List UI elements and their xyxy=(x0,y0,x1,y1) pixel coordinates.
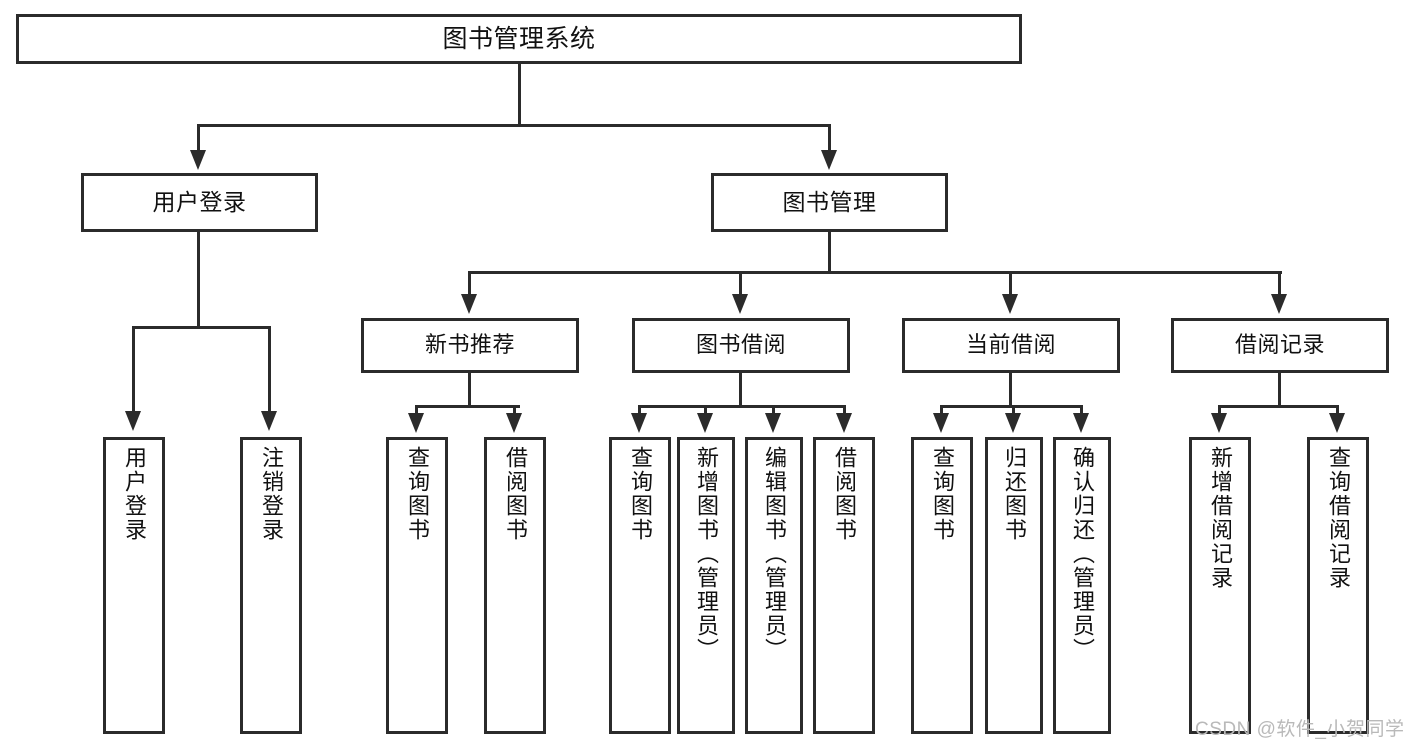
arrowhead-leaf-query-book-3 xyxy=(933,413,949,433)
connector-cb-to-leaf3 xyxy=(1080,405,1083,413)
connector-book-manage-bus xyxy=(468,271,1282,274)
connector-user-login-stem xyxy=(197,232,200,326)
arrowhead-leaf-query-record xyxy=(1329,413,1345,433)
arrowhead-leaf-query-book-1 xyxy=(408,413,424,433)
connector-bm-to-newbook xyxy=(468,271,471,294)
arrowhead-leaf-confirm-return xyxy=(1073,413,1089,433)
connector-borrowrecord-bus xyxy=(1218,405,1338,408)
arrowhead-book-manage xyxy=(821,150,837,170)
arrowhead-current-borrow xyxy=(1002,294,1018,314)
arrowhead-leaf-edit-book xyxy=(765,413,781,433)
node-label: 图书借阅 xyxy=(695,332,786,358)
connector-bb-to-leaf3 xyxy=(772,405,775,413)
node-label: 当前借阅 xyxy=(965,332,1056,358)
arrowhead-new-book-rec xyxy=(461,294,477,314)
connector-root-stem xyxy=(518,64,521,124)
connector-currentborrow-stem xyxy=(1009,373,1012,405)
connector-br-to-leaf2 xyxy=(1336,405,1339,413)
node-label: 查询图书 xyxy=(628,446,653,542)
node-leaf-confirm-return[interactable]: 确认归还（管理员） xyxy=(1053,437,1111,734)
node-leaf-return-book[interactable]: 归还图书 xyxy=(985,437,1043,734)
connector-user-login-to-leaf2 xyxy=(268,326,271,411)
node-label: 新书推荐 xyxy=(424,332,515,358)
arrowhead-leaf-user-login xyxy=(125,411,141,431)
connector-newbook-to-leaf1 xyxy=(415,405,418,413)
node-label: 图书管理系统 xyxy=(442,25,596,53)
node-book-manage[interactable]: 图书管理 xyxy=(711,173,948,232)
csdn-watermark: CSDN @软件_小贺同学 xyxy=(1195,719,1405,740)
arrowhead-leaf-borrow-book-1 xyxy=(506,413,522,433)
node-label: 查询图书 xyxy=(930,446,955,542)
arrowhead-leaf-borrow-book-2 xyxy=(836,413,852,433)
node-label: 借阅图书 xyxy=(832,446,857,542)
node-current-borrow[interactable]: 当前借阅 xyxy=(902,318,1120,373)
connector-bb-to-leaf2 xyxy=(704,405,707,413)
node-new-book-rec[interactable]: 新书推荐 xyxy=(361,318,579,373)
node-leaf-query-book-1[interactable]: 查询图书 xyxy=(386,437,448,734)
node-label: 图书管理 xyxy=(782,188,877,215)
connector-bm-to-borrow xyxy=(739,271,742,294)
connector-root-to-user-login xyxy=(197,124,200,150)
node-leaf-logout[interactable]: 注销登录 xyxy=(240,437,302,734)
node-leaf-borrow-book-1[interactable]: 借阅图书 xyxy=(484,437,546,734)
node-label: 注销登录 xyxy=(259,446,284,542)
node-label: 用户登录 xyxy=(122,446,147,542)
connector-bb-to-leaf1 xyxy=(638,405,641,413)
node-label: 查询图书 xyxy=(405,446,430,542)
node-leaf-user-login[interactable]: 用户登录 xyxy=(103,437,165,734)
connector-cb-to-leaf2 xyxy=(1012,405,1015,413)
node-leaf-edit-book[interactable]: 编辑图书（管理员） xyxy=(745,437,803,734)
node-label: 编辑图书（管理员） xyxy=(762,446,787,662)
connector-root-to-book-manage xyxy=(828,124,831,150)
connector-bookborrow-stem xyxy=(739,373,742,405)
node-leaf-query-book-3[interactable]: 查询图书 xyxy=(911,437,973,734)
node-label: 借阅图书 xyxy=(503,446,528,542)
connector-user-login-to-leaf1 xyxy=(132,326,135,411)
arrowhead-leaf-logout xyxy=(261,411,277,431)
arrowhead-book-borrow xyxy=(732,294,748,314)
connector-bookborrow-bus xyxy=(638,405,846,408)
connector-currentborrow-bus xyxy=(940,405,1082,408)
node-user-login[interactable]: 用户登录 xyxy=(81,173,318,232)
node-leaf-add-book[interactable]: 新增图书（管理员） xyxy=(677,437,735,734)
node-label: 用户登录 xyxy=(152,188,247,215)
node-leaf-query-record[interactable]: 查询借阅记录 xyxy=(1307,437,1369,734)
connector-br-to-leaf1 xyxy=(1218,405,1221,413)
node-label: 归还图书 xyxy=(1002,446,1027,542)
node-label: 确认归还（管理员） xyxy=(1070,446,1095,662)
node-leaf-query-book-2[interactable]: 查询图书 xyxy=(609,437,671,734)
connector-bm-to-current xyxy=(1009,271,1012,294)
node-book-borrow[interactable]: 图书借阅 xyxy=(632,318,850,373)
connector-book-manage-stem xyxy=(828,232,831,271)
node-root-system[interactable]: 图书管理系统 xyxy=(16,14,1022,64)
node-label: 借阅记录 xyxy=(1234,332,1325,358)
arrowhead-leaf-add-book xyxy=(697,413,713,433)
node-borrow-record[interactable]: 借阅记录 xyxy=(1171,318,1389,373)
connector-newbook-to-leaf2 xyxy=(513,405,516,413)
arrowhead-user-login xyxy=(190,150,206,170)
connector-root-bus xyxy=(197,124,831,127)
arrowhead-leaf-add-record xyxy=(1211,413,1227,433)
node-leaf-add-record[interactable]: 新增借阅记录 xyxy=(1189,437,1251,734)
connector-user-login-bus xyxy=(132,326,270,329)
node-label: 查询借阅记录 xyxy=(1326,446,1351,590)
connector-bm-to-record xyxy=(1278,271,1281,294)
connector-newbook-stem xyxy=(468,373,471,405)
connector-newbook-bus xyxy=(415,405,520,408)
arrowhead-borrow-record xyxy=(1271,294,1287,314)
node-leaf-borrow-book-2[interactable]: 借阅图书 xyxy=(813,437,875,734)
arrowhead-leaf-query-book-2 xyxy=(631,413,647,433)
node-label: 新增借阅记录 xyxy=(1208,446,1233,590)
connector-cb-to-leaf1 xyxy=(940,405,943,413)
arrowhead-leaf-return-book xyxy=(1005,413,1021,433)
node-label: 新增图书（管理员） xyxy=(694,446,719,662)
connector-borrowrecord-stem xyxy=(1278,373,1281,405)
connector-bb-to-leaf4 xyxy=(843,405,846,413)
